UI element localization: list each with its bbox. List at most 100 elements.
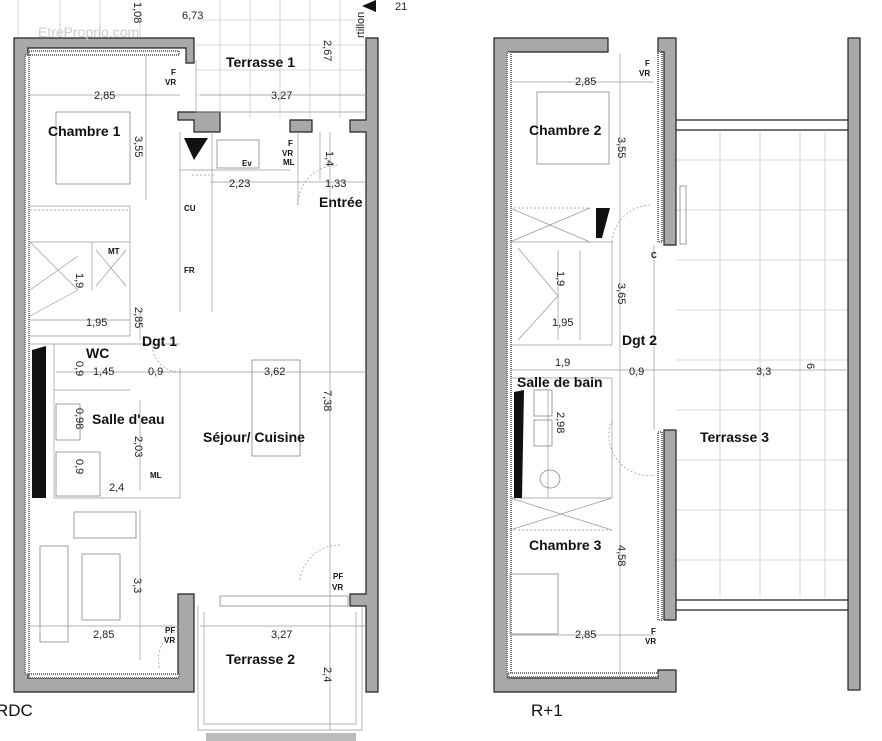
dim: 2,03 [132, 436, 144, 457]
terrasse-1-corner-wall [177, 111, 221, 133]
railing [679, 185, 687, 245]
tag: F [651, 627, 656, 636]
insulation [28, 673, 180, 679]
closet-dash [30, 174, 215, 211]
sofa [73, 511, 137, 539]
insulation [657, 51, 663, 243]
room-dgt-1: Dgt 1 [142, 333, 177, 349]
door-swings [608, 204, 656, 476]
dimension-lines [30, 56, 366, 730]
dim: 2,85 [575, 629, 596, 641]
washbasin-2 [533, 419, 553, 447]
dim: 0,98 [73, 408, 85, 429]
first-right-wall-bottom [663, 429, 677, 621]
tag: VR [332, 583, 343, 592]
dim: 2,85 [575, 76, 596, 88]
door-swings [151, 164, 341, 669]
tag: PF [165, 626, 175, 635]
dim: 0,9 [73, 361, 85, 376]
insulation [24, 54, 30, 675]
tag: F [171, 68, 176, 77]
terrasse-3-tiles [676, 132, 848, 598]
dim: 3,27 [271, 629, 292, 641]
dim: 3,27 [271, 90, 292, 102]
orientation-arrow-icon [362, 0, 376, 12]
tag: VR [645, 637, 656, 646]
terrasse-3-side-wall [847, 37, 861, 691]
tag: VR [639, 69, 650, 78]
shaft-2 [514, 390, 524, 498]
shaft-2 [184, 138, 208, 160]
dim: 1,08 [131, 2, 143, 23]
room-sejour-cuisine: Séjour/ Cuisine [203, 429, 305, 445]
dimension-lines [510, 54, 848, 676]
dim: 6 [804, 363, 816, 369]
staircase [509, 207, 613, 531]
dim: 0,9 [629, 366, 644, 378]
bed [55, 111, 131, 185]
room-chambre-2: Chambre 2 [529, 122, 602, 138]
bed-3 [509, 573, 559, 635]
room-salle-de-bain: Salle de bain [517, 374, 603, 390]
washbasin [55, 403, 81, 441]
dim: 2,85 [93, 629, 114, 641]
bed [536, 91, 610, 165]
toilet [539, 469, 561, 489]
room-chambre-1: Chambre 1 [48, 123, 121, 139]
level-label-rdc: RDC [0, 701, 33, 720]
dim: 6,73 [182, 10, 203, 22]
room-terrasse-1: Terrasse 1 [226, 54, 295, 70]
dim: 3,55 [615, 137, 627, 158]
dim: 3,65 [615, 283, 627, 304]
dim: 1,33 [325, 178, 346, 190]
dim: 3,3 [756, 366, 771, 378]
level-label-r1: R+1 [531, 701, 563, 720]
marker-label: 21 [395, 1, 407, 13]
room-entree: Entrée [319, 194, 363, 210]
tag: ML [150, 471, 162, 480]
room-terrasse-3: Terrasse 3 [700, 429, 769, 445]
dim: 2,4 [109, 482, 124, 494]
dim: 1,9 [555, 357, 570, 369]
dining-table [251, 359, 301, 457]
entry-pillar [289, 119, 313, 133]
tag: FR [184, 266, 195, 275]
room-dgt-2: Dgt 2 [622, 332, 657, 348]
tag: C [651, 251, 657, 260]
watermark: EtreProprio.com [38, 24, 139, 40]
partitions [30, 132, 299, 499]
dim: 4,58 [615, 545, 627, 566]
room-salle-eau: Salle d'eau [92, 411, 165, 427]
dim: 3,62 [264, 366, 285, 378]
dim: 2,85 [94, 90, 115, 102]
bay-window [219, 595, 349, 607]
couch [39, 545, 69, 643]
staircase [29, 241, 127, 317]
terrasse-2-edge [197, 606, 363, 731]
insulation [28, 50, 180, 56]
dim: 1,4 [323, 151, 335, 166]
terrasse-3-edge [676, 119, 848, 611]
dim: 3,3 [131, 578, 143, 593]
shower [55, 451, 101, 497]
insulation [507, 672, 659, 678]
dim: 2,4 [321, 667, 333, 682]
dim: 1,9 [73, 273, 85, 288]
terrasse-2-railing [206, 733, 356, 741]
tag: MT [108, 247, 120, 256]
dim: 7,38 [321, 390, 333, 411]
dim: 1,95 [552, 317, 573, 329]
dim: 2,23 [229, 178, 250, 190]
dim: 0,9 [73, 459, 85, 474]
shaft [32, 346, 46, 498]
coffee-table [81, 553, 121, 621]
dim: 0,9 [148, 366, 163, 378]
tag: VR [282, 149, 293, 158]
dim: 1,9 [554, 271, 566, 286]
room-wc: WC [86, 345, 109, 361]
room-terrasse-2: Terrasse 2 [226, 651, 295, 667]
room-chambre-3: Chambre 3 [529, 537, 602, 553]
dim: 2,98 [554, 412, 566, 433]
tag: PF [333, 572, 343, 581]
